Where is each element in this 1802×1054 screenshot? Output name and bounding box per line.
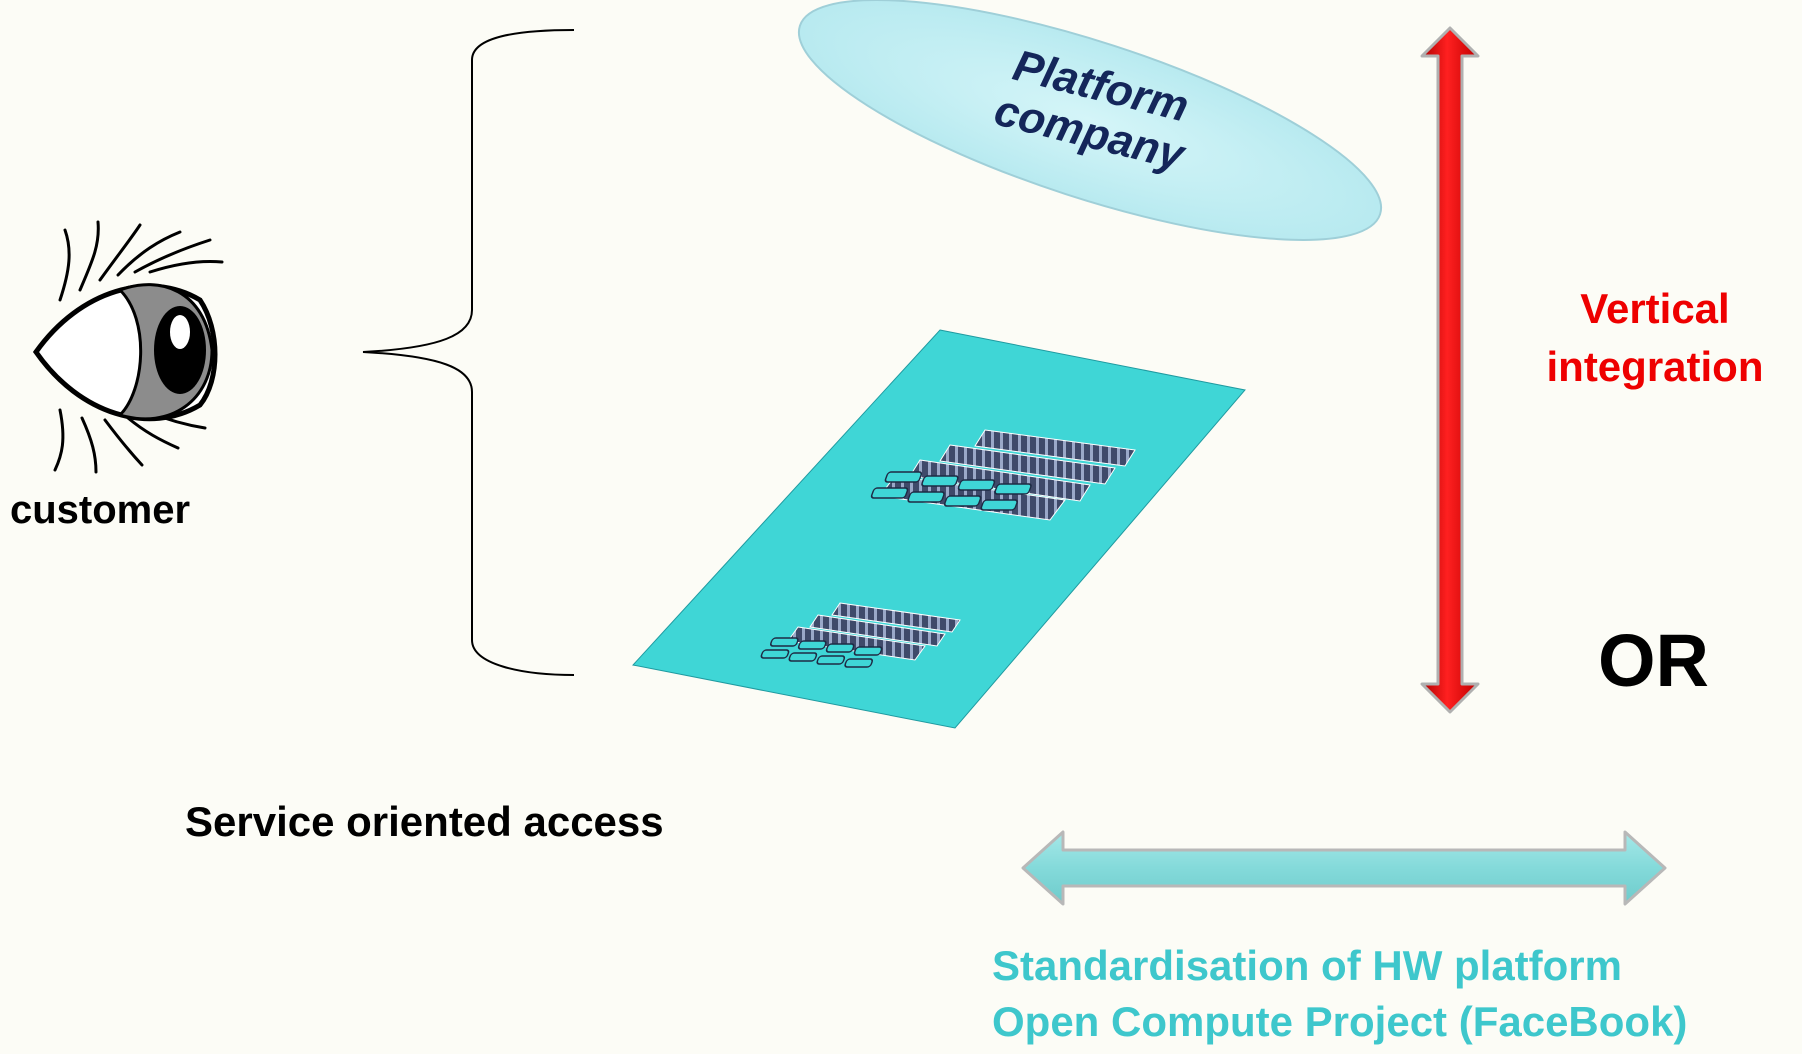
standardisation-line-2: Open Compute Project (FaceBook)	[992, 998, 1688, 1045]
datacenter-board	[632, 329, 1246, 729]
server-racks-lower	[760, 602, 961, 668]
vertical-line-1: Vertical	[1580, 285, 1730, 332]
or-label: OR	[1598, 619, 1709, 702]
horizontal-double-arrow	[1021, 830, 1667, 906]
customer-label: customer	[10, 488, 191, 532]
server-racks-upper	[870, 429, 1136, 521]
vertical-double-arrow	[1420, 26, 1480, 714]
eye-icon	[32, 220, 224, 474]
vertical-line-2: integration	[1546, 343, 1764, 390]
curly-brace	[362, 29, 575, 676]
standardisation-line-1: Standardisation of HW platform	[992, 942, 1622, 989]
platform-ellipse	[797, 0, 1383, 241]
standardisation-label: Standardisation of HW platform Open Comp…	[992, 938, 1687, 1050]
service-oriented-access-label: Service oriented access	[185, 798, 664, 845]
vertical-integration-label: Vertical integration	[1520, 280, 1790, 396]
